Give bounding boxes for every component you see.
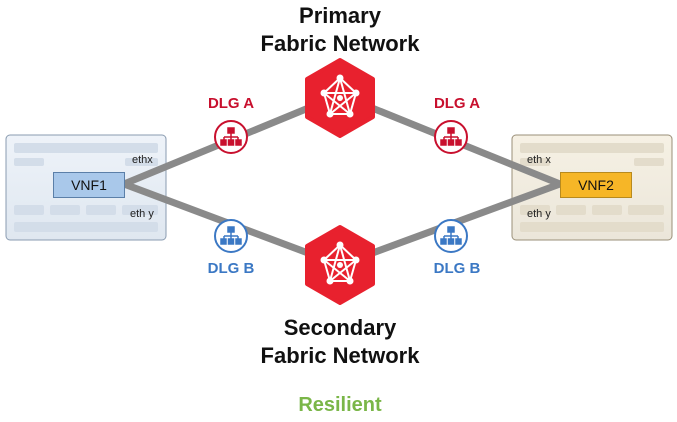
primary-title-line2: Fabric Network xyxy=(260,31,420,56)
vnf1-box[interactable]: VNF1 xyxy=(53,172,125,198)
primary-title-line1: Primary xyxy=(299,3,381,28)
resilient-label: Resilient xyxy=(298,394,382,416)
secondary-title-line1: Secondary xyxy=(283,315,397,340)
dlg-b-left-label: DLG B xyxy=(207,260,255,277)
dlg-a-right-hierarchy-icon xyxy=(434,120,468,154)
secondary-fabric-title: Secondary Fabric Network xyxy=(190,314,490,370)
dlg-a-left-label: DLG A xyxy=(207,95,255,112)
dlg-a-right-label: DLG A xyxy=(433,95,481,112)
dlg-b-right-hierarchy-icon xyxy=(434,219,468,253)
dlg-b-right-label: DLG B xyxy=(433,260,481,277)
vnf2-box[interactable]: VNF2 xyxy=(560,172,632,198)
vnf1-port-top-label: ethx xyxy=(132,154,153,166)
dlg-b-left-hierarchy-icon xyxy=(214,219,248,253)
primary-fabric-title: Primary Fabric Network xyxy=(190,2,490,58)
dlg-a-left-hierarchy-icon xyxy=(214,120,248,154)
primary-fabric-mesh-network-icon xyxy=(305,58,375,138)
secondary-title-line2: Fabric Network xyxy=(260,343,420,368)
secondary-fabric-mesh-network-icon xyxy=(305,225,375,305)
vnf2-port-top-label: eth x xyxy=(527,154,551,166)
vnf1-port-bottom-label: eth y xyxy=(130,208,154,220)
vnf2-port-bottom-label: eth y xyxy=(527,208,551,220)
